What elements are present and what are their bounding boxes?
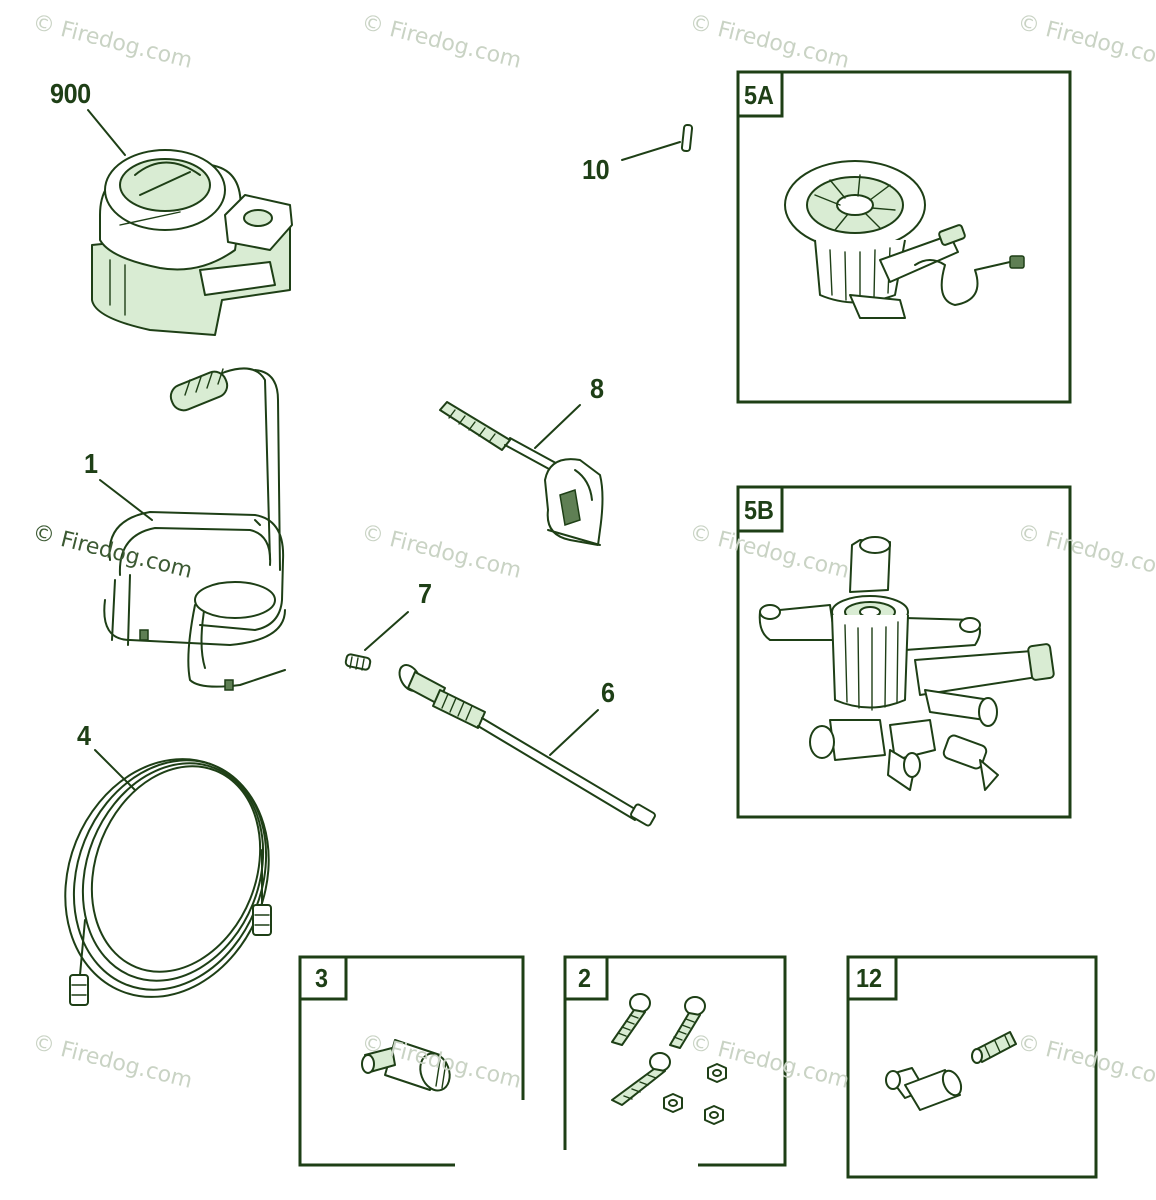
box-label-3: 3 — [315, 963, 329, 993]
part-10-pin-drawing — [680, 123, 694, 153]
box-3-frame — [298, 955, 525, 1167]
part-2-screws-drawing — [611, 993, 727, 1125]
part-4-hose-drawing — [64, 758, 272, 1006]
callout-4: 4 — [77, 720, 91, 751]
leader-7 — [364, 611, 409, 651]
callout-8: 8 — [590, 373, 604, 404]
box-5a-frame — [736, 70, 1072, 404]
part-5a-pump-drawing — [784, 160, 1025, 319]
box-label-12: 12 — [856, 963, 883, 993]
leader-900 — [87, 109, 126, 156]
box-2-frame — [563, 955, 787, 1167]
part-12-fittings-drawing — [885, 1031, 1017, 1111]
part-3-coupler-drawing — [361, 1039, 451, 1092]
part-6-wand-drawing — [398, 664, 656, 827]
leader-8 — [534, 404, 581, 449]
part-8-gun-drawing — [439, 401, 604, 546]
part-1-frame-drawing — [103, 367, 286, 691]
callout-1: 1 — [84, 448, 98, 479]
leader-4 — [94, 749, 136, 791]
leader-1 — [99, 479, 153, 521]
callout-7: 7 — [418, 578, 432, 609]
part-5b-pump-drawing — [758, 536, 1055, 791]
leader-6 — [549, 709, 599, 756]
box-12-frame — [846, 955, 1098, 1179]
callout-6: 6 — [601, 677, 615, 708]
leader-10 — [621, 141, 681, 161]
box-label-5b: 5B — [744, 495, 774, 525]
part-900-engine-drawing — [91, 149, 293, 336]
callout-10: 10 — [582, 154, 610, 185]
box-5b-frame — [736, 485, 1072, 819]
box-label-2: 2 — [578, 963, 592, 993]
part-7-tip-drawing — [344, 653, 372, 671]
callout-900: 900 — [50, 78, 91, 109]
box-label-5a: 5A — [744, 80, 774, 110]
